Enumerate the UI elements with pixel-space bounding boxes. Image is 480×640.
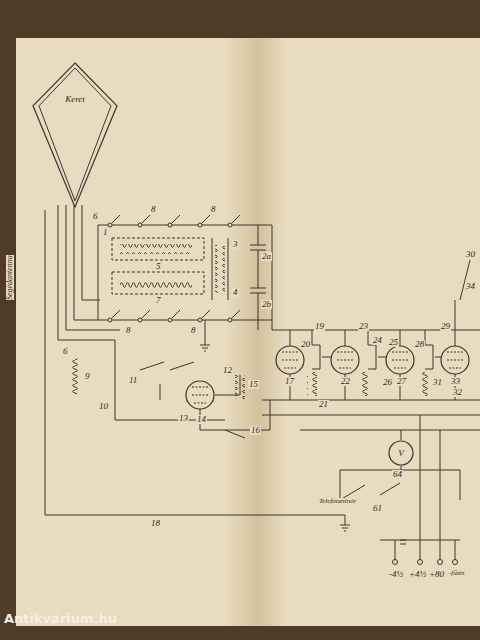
diamond-outline [32,62,118,208]
callout-number: 19 [314,322,325,331]
callout-number: 12 [222,366,233,375]
watermark: Antikvárium.hu [4,612,117,625]
callout-number: 64 [392,470,403,479]
callout-number: 29 [440,322,451,331]
vacuum-tubes [186,346,469,409]
voltmeter-symbol: V [388,440,414,466]
coil [70,358,80,394]
callout-number: 8 [125,326,132,335]
callout-number: 8 [210,205,217,214]
callout-number: 27 [396,377,407,386]
callout-number: -fűtés [448,570,466,577]
switch-contacts [108,223,458,565]
callout-number: 1 [102,228,109,237]
callout-number: 30 [465,250,476,259]
callout-number: +80 [428,570,445,579]
callout-number: 17 [284,377,295,386]
coil [420,372,430,396]
callout-number: 31 [432,378,443,387]
callout-number: 21 [318,400,329,409]
callout-number: 9 [84,372,91,381]
callout-number: 10 [98,402,109,411]
callout-number: 34 [465,282,476,291]
callout-number: 23 [358,322,369,331]
callout-number: 4 [232,288,239,297]
callout-number: Telefonzsinór [318,498,357,505]
callout-number: 7 [155,296,162,305]
callout-number: 8 [150,205,157,214]
callout-number: 13 [178,414,189,423]
callout-number: +4½ [408,570,427,579]
callout-number: 5 [155,262,162,271]
callout-number: 11 [128,376,138,385]
callout-number: 20 [300,340,311,349]
callout-number: 2a [261,252,272,261]
coil [120,244,192,254]
coil [362,372,372,396]
callout-number: 26 [382,378,393,387]
callout-number: 2b [261,300,272,309]
coil [235,375,245,399]
callout-number: 3 [232,240,239,249]
coil [120,278,192,288]
callout-number: 6 [92,212,99,221]
callout-number: 61 [372,504,383,513]
callout-number: 6 [62,347,69,356]
callout-number: 22 [340,377,351,386]
antenna-label: Segédantenna [6,255,14,300]
callout-number: 16 [250,426,261,435]
callout-number: 14 [196,415,207,424]
callout-number: 25 [388,338,399,347]
node-text: V [398,448,404,458]
frame-antenna: Keret [32,62,118,208]
callout-number: 15 [248,380,259,389]
callout-number: 24 [372,336,383,345]
paper [16,38,480,626]
callout-number: 28 [414,340,425,349]
page-fold [225,38,285,626]
callout-number: 33 [450,377,461,386]
callout-number: 32 [452,388,463,397]
wires [45,205,480,560]
coil [215,245,225,293]
callout-number: 8 [190,326,197,335]
node-text: Keret [65,94,85,104]
coil [307,372,317,396]
callout-number: -4½ [388,570,404,579]
callout-number: 18 [150,519,161,528]
